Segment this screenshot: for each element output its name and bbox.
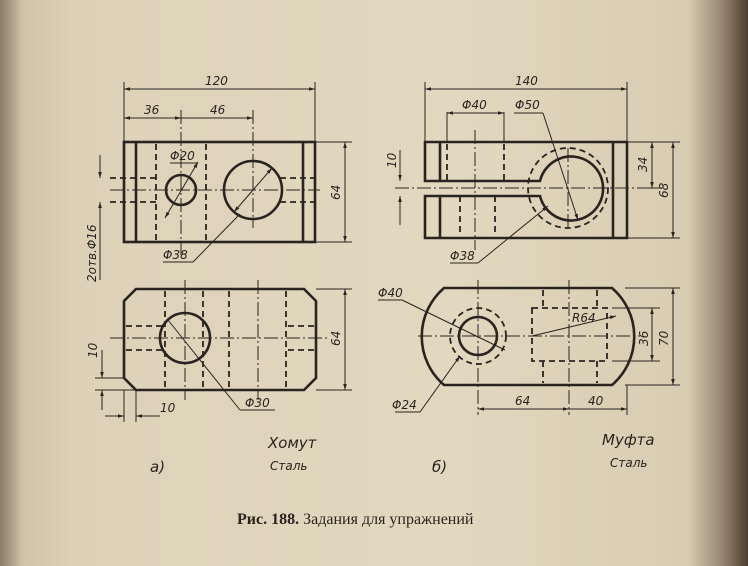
dim-40-b: 40 bbox=[588, 394, 604, 408]
dim-d30: Φ30 bbox=[245, 396, 270, 410]
part-name-a: Хомут bbox=[267, 434, 318, 452]
dim-d20: Φ20 bbox=[170, 149, 195, 163]
clamp-front-view: 120 36 46 Φ20 Φ38 64 2отв.Φ16 bbox=[85, 74, 352, 282]
dim-d24: Φ24 bbox=[392, 398, 417, 412]
dim-10-h: 10 bbox=[160, 401, 176, 415]
dim-70: 70 bbox=[657, 330, 671, 346]
dim-68: 68 bbox=[657, 182, 671, 198]
dim-120: 120 bbox=[205, 74, 228, 88]
dim-d38-b: Φ38 bbox=[450, 249, 475, 263]
dim-36: 36 bbox=[144, 103, 160, 117]
dim-64-b: 64 bbox=[515, 394, 530, 408]
dim-d50: Φ50 bbox=[515, 98, 540, 112]
figure-label-a: а) bbox=[150, 458, 165, 476]
material-b: Сталь bbox=[610, 456, 647, 470]
figure-caption: Рис. 188. Задания для упражнений bbox=[237, 511, 474, 528]
dim-34: 34 bbox=[636, 157, 650, 172]
caption-text: Задания для упражнений bbox=[299, 511, 474, 528]
figure-label-b: б) bbox=[432, 458, 447, 476]
caption-number: Рис. 188. bbox=[237, 511, 299, 528]
dim-10-slot: 10 bbox=[385, 152, 399, 168]
dim-64-bottom: 64 bbox=[329, 331, 343, 346]
part-name-b: Муфта bbox=[602, 431, 655, 449]
dim-r64: R64 bbox=[572, 311, 596, 325]
dim-140: 140 bbox=[515, 74, 538, 88]
dim-64-top: 64 bbox=[329, 185, 343, 200]
coupling-front-view: 140 Φ40 Φ50 10 34 68 Φ38 bbox=[385, 74, 680, 264]
dim-d40-bottom: Φ40 bbox=[378, 286, 403, 300]
coupling-top-view: Φ40 R64 36 70 Φ24 64 40 bbox=[378, 280, 680, 415]
dim-2-holes-d16: 2отв.Φ16 bbox=[85, 224, 99, 282]
dim-d38: Φ38 bbox=[163, 248, 188, 262]
clamp-top-view: 64 10 10 Φ30 bbox=[86, 280, 352, 422]
dim-36: 36 bbox=[637, 330, 651, 346]
material-a: Сталь bbox=[270, 459, 307, 473]
dim-d40-top: Φ40 bbox=[462, 98, 487, 112]
dim-46: 46 bbox=[210, 103, 226, 117]
dim-10-v: 10 bbox=[86, 342, 100, 358]
